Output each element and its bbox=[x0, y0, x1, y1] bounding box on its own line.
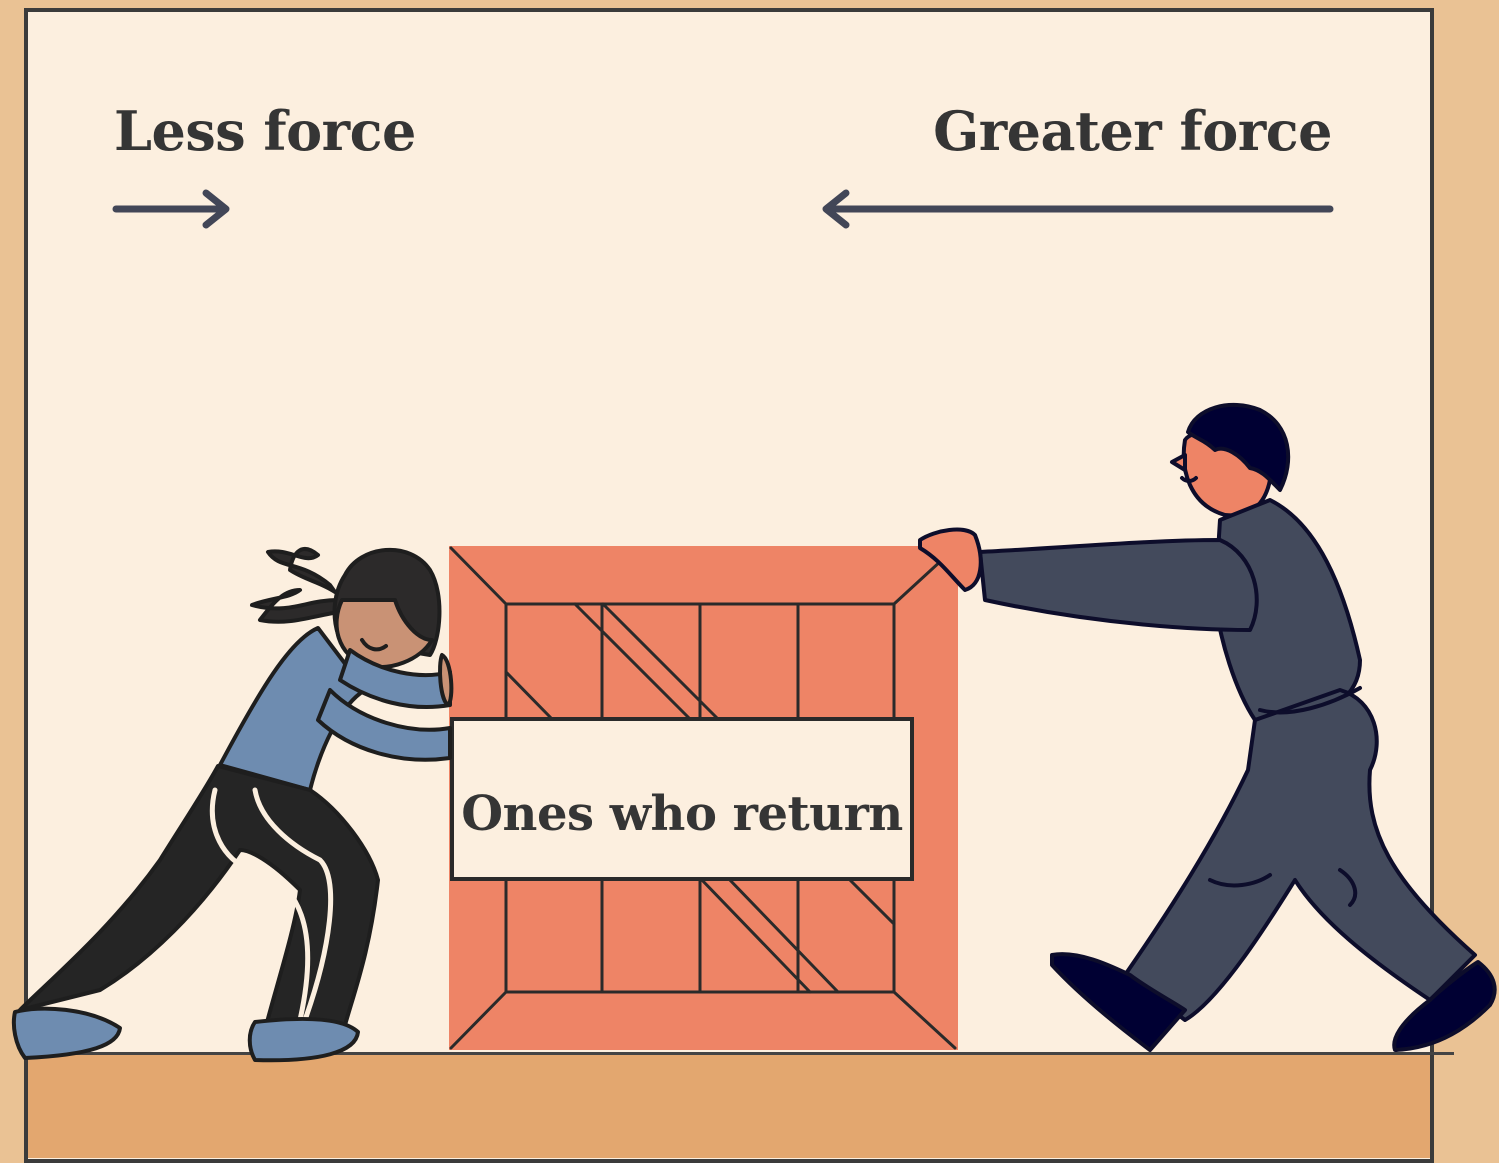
crate-label: Ones who return bbox=[461, 786, 903, 842]
floor bbox=[28, 1052, 1430, 1158]
greater-force-label: Greater force bbox=[933, 99, 1332, 163]
arrow-left-icon bbox=[822, 189, 1334, 229]
floor-edge bbox=[1430, 1052, 1454, 1055]
crate bbox=[449, 546, 958, 1050]
less-force-label: Less force bbox=[114, 99, 416, 163]
arrow-right-icon bbox=[112, 189, 230, 229]
girl-pushing bbox=[11, 547, 454, 1063]
man-pulling bbox=[918, 402, 1497, 1052]
